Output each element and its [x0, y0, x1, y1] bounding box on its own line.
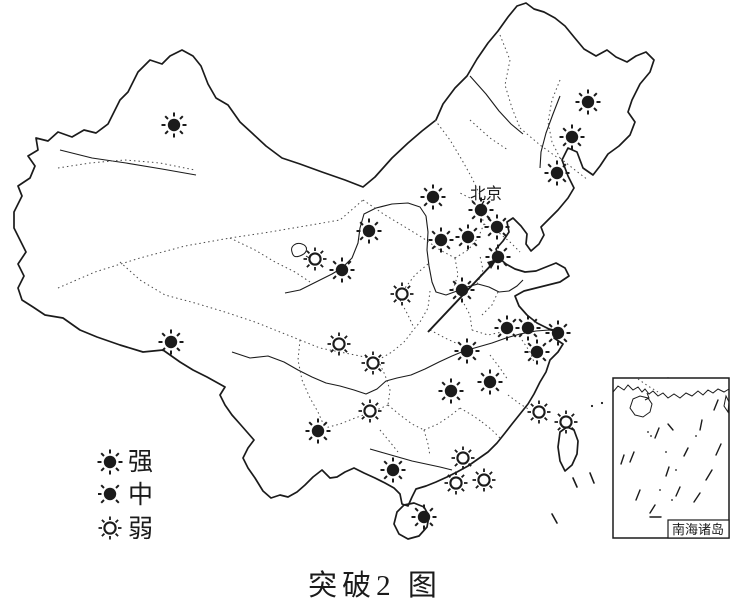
symbol-layer	[157, 88, 680, 531]
strong-sun-marker	[574, 88, 602, 116]
beijing-label-text: 北京	[470, 185, 502, 203]
legend-row-strong: 强	[96, 448, 153, 476]
strong-sun-marker	[448, 276, 476, 304]
strong-sun-marker	[453, 337, 481, 365]
weak-sun-marker	[450, 445, 476, 471]
inset-box	[612, 377, 730, 539]
weak-sun-marker	[360, 350, 386, 376]
tarim-river	[59, 149, 197, 176]
strong-sun-marker	[419, 183, 447, 211]
hainan-island	[393, 502, 430, 540]
taiwan-island	[557, 426, 579, 472]
strong-sun-marker	[427, 226, 455, 254]
weak-sun-marker	[326, 331, 352, 357]
inset-islands	[620, 399, 722, 518]
strong-sun-marker	[544, 319, 572, 347]
strong-sun-marker	[476, 368, 504, 396]
northeast-rivers	[469, 75, 561, 169]
inset-label-text: 南海诸岛	[672, 522, 724, 537]
inset-label-box: 南海诸岛	[667, 519, 730, 539]
weak-sun-marker	[443, 470, 469, 496]
legend-row-weak: 弱	[97, 515, 153, 543]
strong-sun-marker	[157, 328, 185, 356]
strong-sun-marker	[379, 456, 407, 484]
legend-medium-sun-icon	[97, 484, 120, 504]
weak-sun-marker	[553, 409, 579, 435]
strong-sun-marker	[355, 217, 383, 245]
weak-sun-marker	[526, 399, 552, 425]
weak-sun-marker	[357, 398, 383, 424]
legend-strong-label: 强	[128, 449, 153, 476]
strong-sun-marker	[558, 123, 586, 151]
strong-sun-marker	[304, 417, 332, 445]
weak-sun-marker	[389, 281, 415, 307]
strong-sun-marker	[328, 256, 356, 284]
china-border-outline	[13, 2, 655, 507]
yangtze-river	[231, 329, 562, 395]
inset-coastline	[612, 384, 730, 399]
offshore-island-dashes	[551, 401, 604, 524]
legend-row-medium: 中	[97, 481, 153, 509]
strong-sun-marker	[437, 377, 465, 405]
weak-sun-marker	[471, 467, 497, 493]
strong-sun-marker	[160, 111, 188, 139]
legend: 强 中 弱	[96, 448, 153, 543]
figure-caption: 突破2 图	[308, 569, 442, 602]
legend-strong-sun-icon	[96, 448, 124, 476]
legend-medium-label: 中	[128, 481, 153, 509]
strong-sun-marker	[483, 213, 511, 241]
south-china-sea-inset: 南海诸岛	[612, 377, 730, 539]
province-borders	[57, 34, 589, 457]
legend-weak-label: 弱	[128, 516, 153, 543]
strong-sun-marker	[410, 503, 438, 531]
pearl-river	[369, 448, 453, 471]
legend-weak-sun-icon	[97, 515, 123, 541]
strong-sun-marker	[454, 223, 482, 251]
yellow-river	[284, 202, 524, 296]
strong-sun-marker	[523, 338, 551, 366]
strong-sun-marker	[514, 314, 542, 342]
inset-hainan	[629, 392, 653, 418]
strong-sun-marker	[484, 243, 512, 271]
weak-sun-marker	[302, 246, 328, 272]
inset-taiwan	[723, 394, 730, 414]
strong-sun-marker	[543, 159, 571, 187]
